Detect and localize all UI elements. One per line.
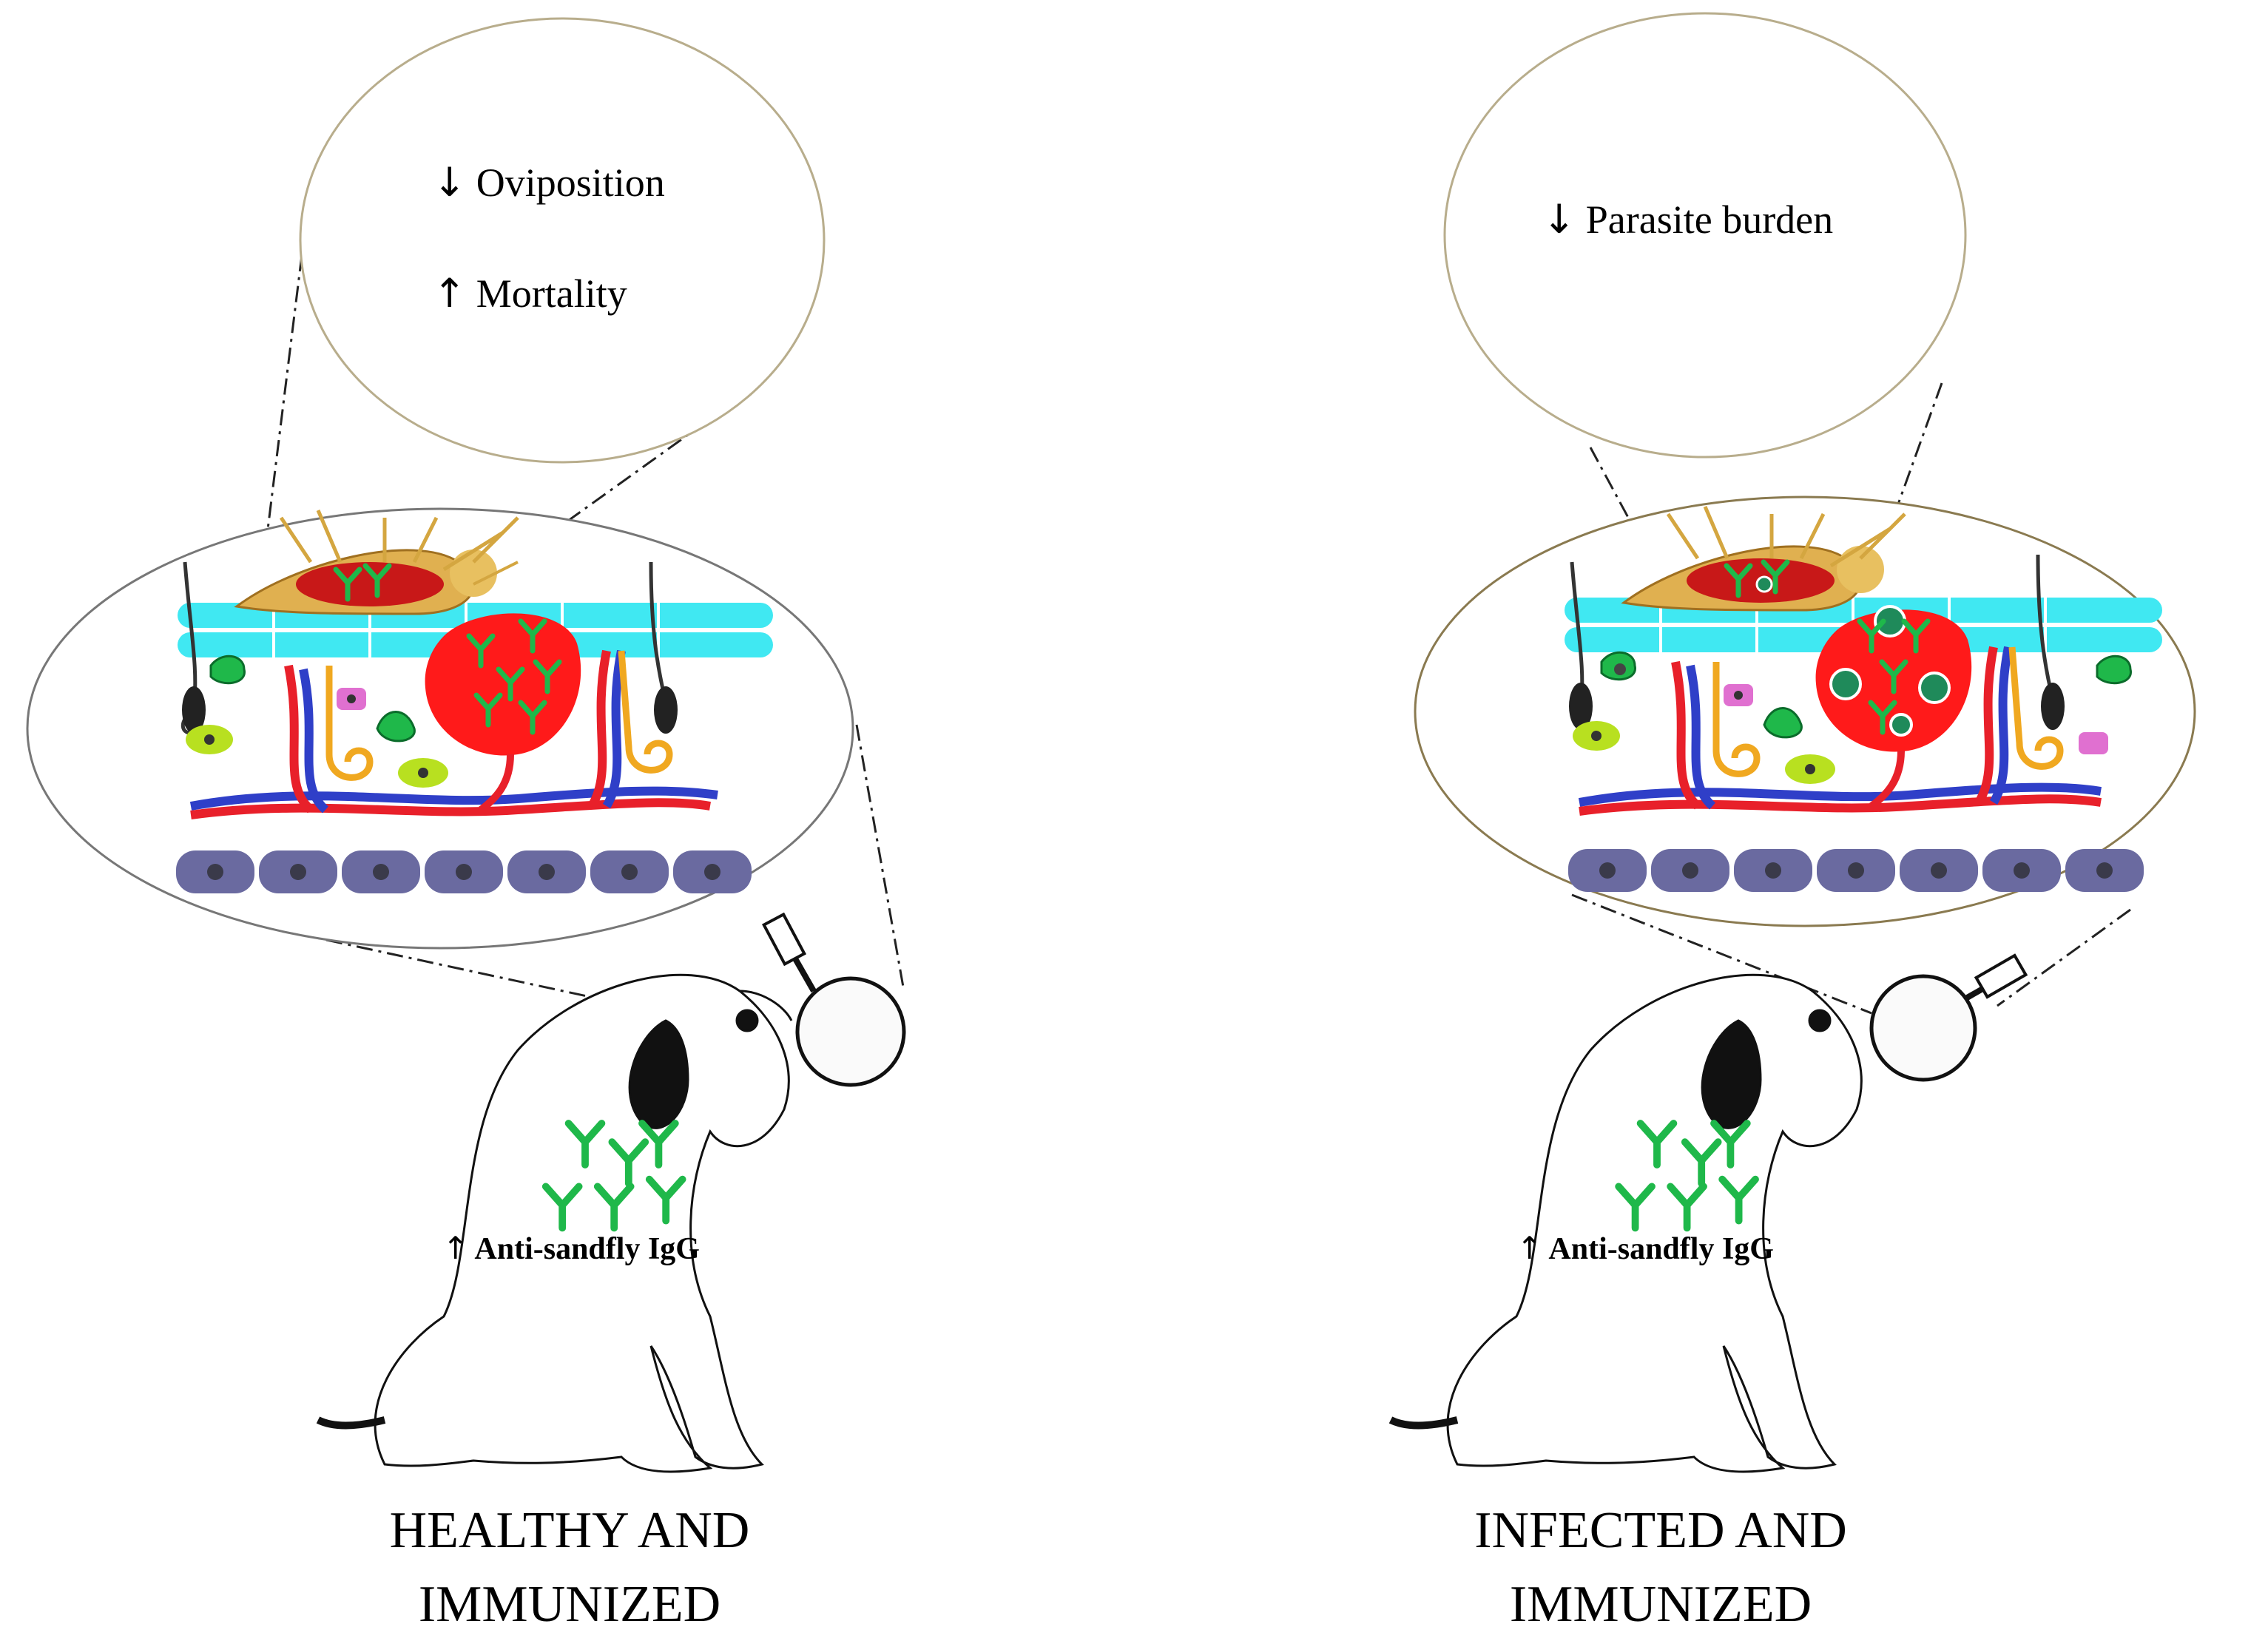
left-igg-label: ↑ Anti-sandfly IgG bbox=[442, 1230, 700, 1267]
right-caption-line-2: IMMUNIZED bbox=[1509, 1576, 1812, 1633]
down-arrow-icon: ↓ bbox=[1542, 196, 1576, 243]
left-sandfly bbox=[234, 510, 519, 615]
right-bubble-text-1: Parasite burden bbox=[1585, 197, 1834, 242]
right-dog bbox=[1388, 973, 1863, 1473]
right-caption-line-1: INFECTED AND bbox=[1474, 1502, 1847, 1559]
left-magnifying-glass bbox=[761, 912, 906, 1087]
right-bubble-line-1: ↓ Parasite burden bbox=[1542, 196, 1833, 243]
right-pool-parasites bbox=[1829, 605, 1951, 737]
right-sandfly bbox=[1621, 506, 1906, 612]
right-panel bbox=[1388, 12, 2196, 1473]
left-bubble-text-1: Oviposition bbox=[476, 160, 665, 205]
right-info-bubble bbox=[1443, 12, 1967, 459]
left-caption-line-1: HEALTHY AND bbox=[389, 1502, 750, 1559]
down-arrow-icon: ↓ bbox=[433, 159, 467, 206]
up-arrow-icon: ↑ bbox=[442, 1230, 469, 1266]
right-igg-text: Anti-sandfly IgG bbox=[1548, 1232, 1774, 1266]
left-caption: HEALTHY AND IMMUNIZED bbox=[237, 1494, 902, 1642]
right-basal-cells bbox=[1568, 849, 2144, 892]
right-caption: INFECTED AND IMMUNIZED bbox=[1328, 1494, 1994, 1642]
left-basal-cells bbox=[176, 850, 752, 893]
left-dog bbox=[316, 973, 793, 1473]
up-arrow-icon: ↑ bbox=[1516, 1230, 1543, 1266]
left-bubble-line-2: ↑ Mortality bbox=[433, 270, 627, 317]
left-panel bbox=[26, 17, 906, 1473]
left-caption-line-2: IMMUNIZED bbox=[418, 1576, 721, 1633]
left-blood-pool bbox=[425, 613, 581, 756]
left-info-bubble bbox=[299, 17, 826, 464]
left-bubble-line-1: ↓ Oviposition bbox=[433, 159, 665, 206]
right-skin-magnification bbox=[1414, 496, 2196, 927]
right-magnifying-glass bbox=[1869, 953, 2028, 1082]
right-igg-label: ↑ Anti-sandfly IgG bbox=[1516, 1230, 1774, 1267]
left-skin-magnification bbox=[26, 507, 854, 950]
up-arrow-icon: ↑ bbox=[433, 270, 467, 317]
left-bubble-text-2: Mortality bbox=[476, 271, 627, 316]
left-igg-text: Anti-sandfly IgG bbox=[474, 1232, 700, 1266]
